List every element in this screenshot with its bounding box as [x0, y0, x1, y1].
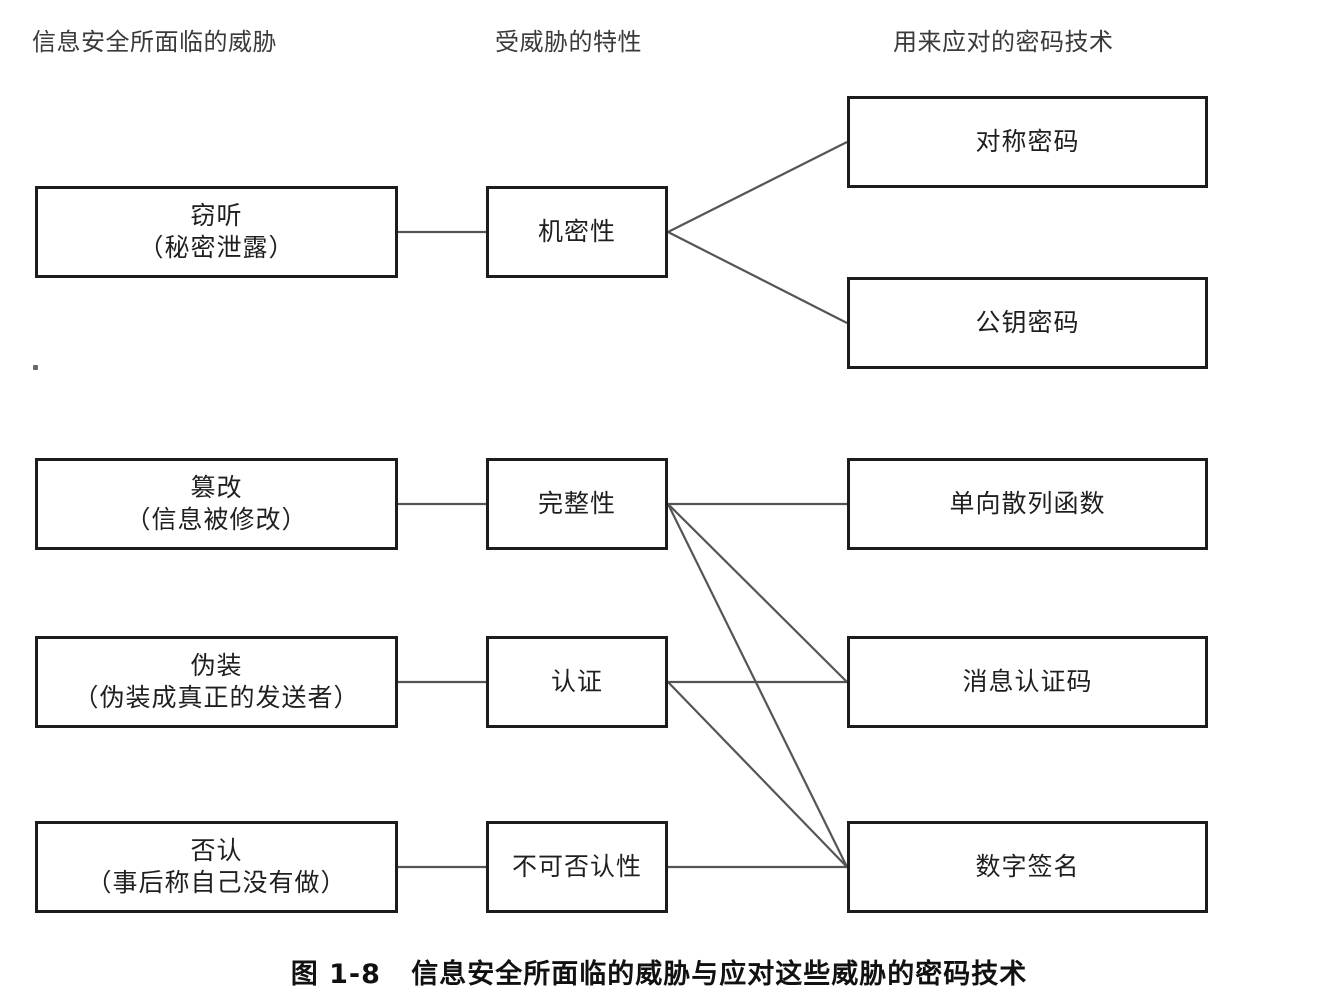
- threat-detail: （秘密泄露）: [138, 233, 295, 262]
- threat-detail: （伪装成真正的发送者）: [73, 683, 360, 712]
- threat-box-tamper[interactable]: 篡改 （信息被修改）: [35, 458, 398, 550]
- technique-box-one-way-hash[interactable]: 单向散列函数: [847, 458, 1208, 550]
- column-header-property: 受威胁的特性: [495, 28, 642, 56]
- technique-box-digital-signature[interactable]: 数字签名: [847, 821, 1208, 913]
- property-name: 机密性: [537, 217, 616, 246]
- property-name: 不可否认性: [511, 852, 642, 881]
- figure-caption-text: 信息安全所面临的威胁与应对这些威胁的密码技术: [411, 959, 1028, 990]
- figure-caption: 图 1-8 信息安全所面临的威胁与应对这些威胁的密码技术: [0, 952, 1318, 991]
- edge-confidentiality-to-symmetric: [667, 141, 848, 233]
- column-header-technique: 用来应对的密码技术: [893, 28, 1114, 56]
- threat-name: 伪装: [190, 651, 243, 680]
- property-box-non-repudiation[interactable]: 不可否认性: [486, 821, 668, 913]
- threat-detail: （信息被修改）: [125, 505, 308, 534]
- technique-name: 公钥密码: [975, 308, 1080, 337]
- technique-name: 数字签名: [975, 852, 1080, 881]
- technique-box-message-authentication-code[interactable]: 消息认证码: [847, 636, 1208, 728]
- threat-name: 窃听: [190, 201, 243, 230]
- technique-name: 单向散列函数: [949, 489, 1106, 518]
- scan-artifact-speck: [33, 365, 38, 370]
- edge-confidentiality-to-publickey: [667, 231, 848, 324]
- property-box-confidentiality[interactable]: 机密性: [486, 186, 668, 278]
- property-box-integrity[interactable]: 完整性: [486, 458, 668, 550]
- threat-box-eavesdrop[interactable]: 窃听 （秘密泄露）: [35, 186, 398, 278]
- column-header-threat: 信息安全所面临的威胁: [32, 28, 277, 56]
- edge-integrity-to-signature: [667, 503, 848, 868]
- edge-authentication-to-signature: [667, 681, 848, 868]
- threat-box-repudiation[interactable]: 否认 （事后称自己没有做）: [35, 821, 398, 913]
- threat-name: 篡改: [190, 473, 243, 502]
- property-name: 完整性: [537, 489, 616, 518]
- technique-name: 消息认证码: [962, 667, 1093, 696]
- threat-box-spoofing[interactable]: 伪装 （伪装成真正的发送者）: [35, 636, 398, 728]
- technique-name: 对称密码: [975, 127, 1080, 156]
- threat-detail: （事后称自己没有做）: [86, 868, 347, 897]
- property-name: 认证: [550, 667, 603, 696]
- figure-number: 图 1-8: [290, 959, 381, 990]
- technique-box-public-key-cipher[interactable]: 公钥密码: [847, 277, 1208, 369]
- threat-name: 否认: [190, 836, 243, 865]
- edge-integrity-to-mac: [667, 503, 848, 683]
- property-box-authentication[interactable]: 认证: [486, 636, 668, 728]
- technique-box-symmetric-cipher[interactable]: 对称密码: [847, 96, 1208, 188]
